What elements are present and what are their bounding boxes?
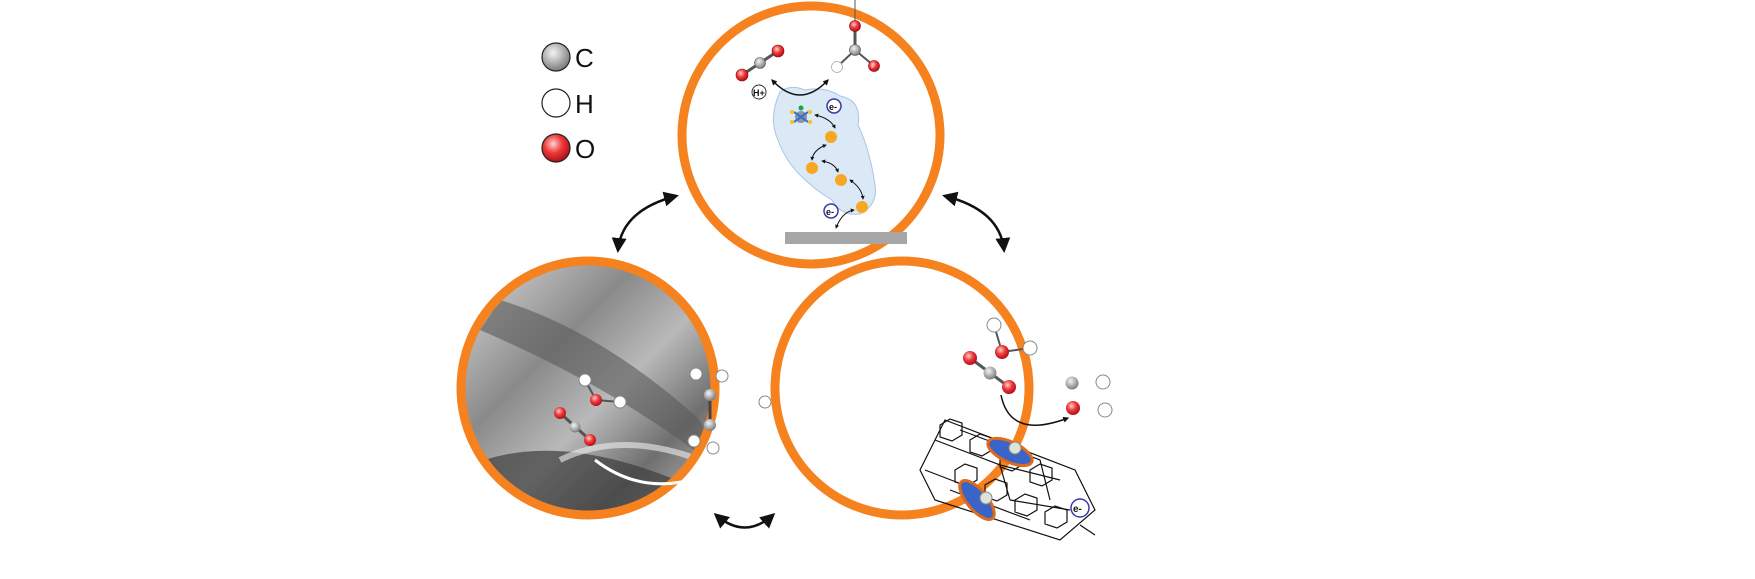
hydrogen-atom-icon [541, 88, 571, 118]
electron-badge-bottom: e- [823, 203, 839, 219]
legend-item-carbon: C [541, 42, 594, 73]
electron-badge-top: e- [826, 98, 842, 114]
oxygen-atom-icon [541, 133, 571, 163]
cycle-arrow-bottom [713, 513, 776, 529]
conversion-arrow [1000, 394, 1070, 426]
ethylene-molecule [687, 367, 772, 455]
co2-water-molecules [554, 373, 627, 446]
co2-water-molecules-br [963, 317, 1038, 394]
electron-badge-nanotube: e- [1070, 498, 1090, 518]
active-site-cofactor [790, 105, 812, 124]
electron-transfer-arrows [810, 113, 865, 229]
panel-ring-bottom-left [456, 256, 720, 520]
formate-charge: - [871, 62, 874, 71]
panel-ring-bottom-right [770, 256, 1034, 520]
electrode-bar [785, 232, 907, 244]
legend-label-hydrogen: H [575, 89, 594, 119]
legend-item-oxygen: O [541, 133, 595, 164]
carbon-atom-icon [541, 42, 571, 72]
panel-micrograph [456, 256, 772, 520]
svg-text:e-: e- [1073, 504, 1082, 515]
formate-molecule: - [831, 0, 880, 73]
panel-nanotube: e- [770, 256, 1113, 541]
conversion-arrow-white [594, 453, 748, 486]
conversion-arrow [771, 79, 829, 96]
svg-text:e-: e- [829, 102, 837, 112]
legend-label-oxygen: O [575, 134, 595, 164]
iron-sulfur-clusters [806, 131, 868, 213]
legend-item-hydrogen: H [541, 88, 594, 119]
co-h2-products [1065, 374, 1113, 418]
catalytic-sites [958, 436, 1034, 521]
co2-molecule [735, 44, 785, 82]
svg-text:e-: e- [826, 207, 834, 217]
legend-label-carbon: C [575, 43, 594, 73]
atom-legend: C H O [541, 42, 595, 164]
svg-text:H+: H+ [753, 88, 765, 98]
cycle-arrow-right [942, 191, 1011, 253]
cycle-arrow-left [611, 191, 679, 253]
proton-badge: H+ [751, 84, 767, 100]
panel-enzyme: - H+ e- e- [677, 0, 945, 269]
electron-input-line [1079, 524, 1096, 536]
